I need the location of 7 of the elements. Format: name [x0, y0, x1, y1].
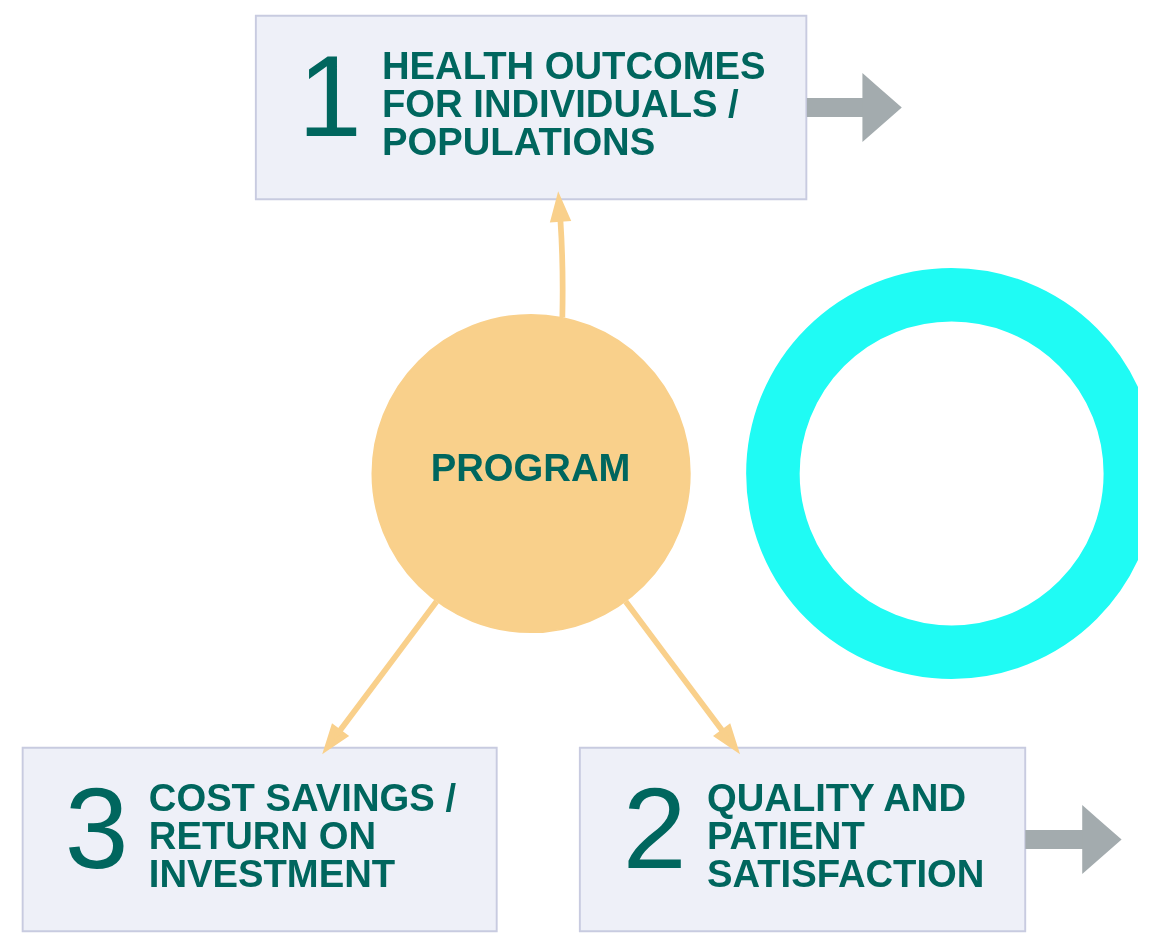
node-circle: PROGRAM: [371, 313, 691, 634]
arrow: [806, 73, 902, 142]
arrow: [623, 599, 740, 755]
node-circle: [746, 268, 1138, 679]
arrow: [549, 191, 572, 318]
arrow: [322, 599, 439, 755]
arrow: [1025, 805, 1122, 874]
